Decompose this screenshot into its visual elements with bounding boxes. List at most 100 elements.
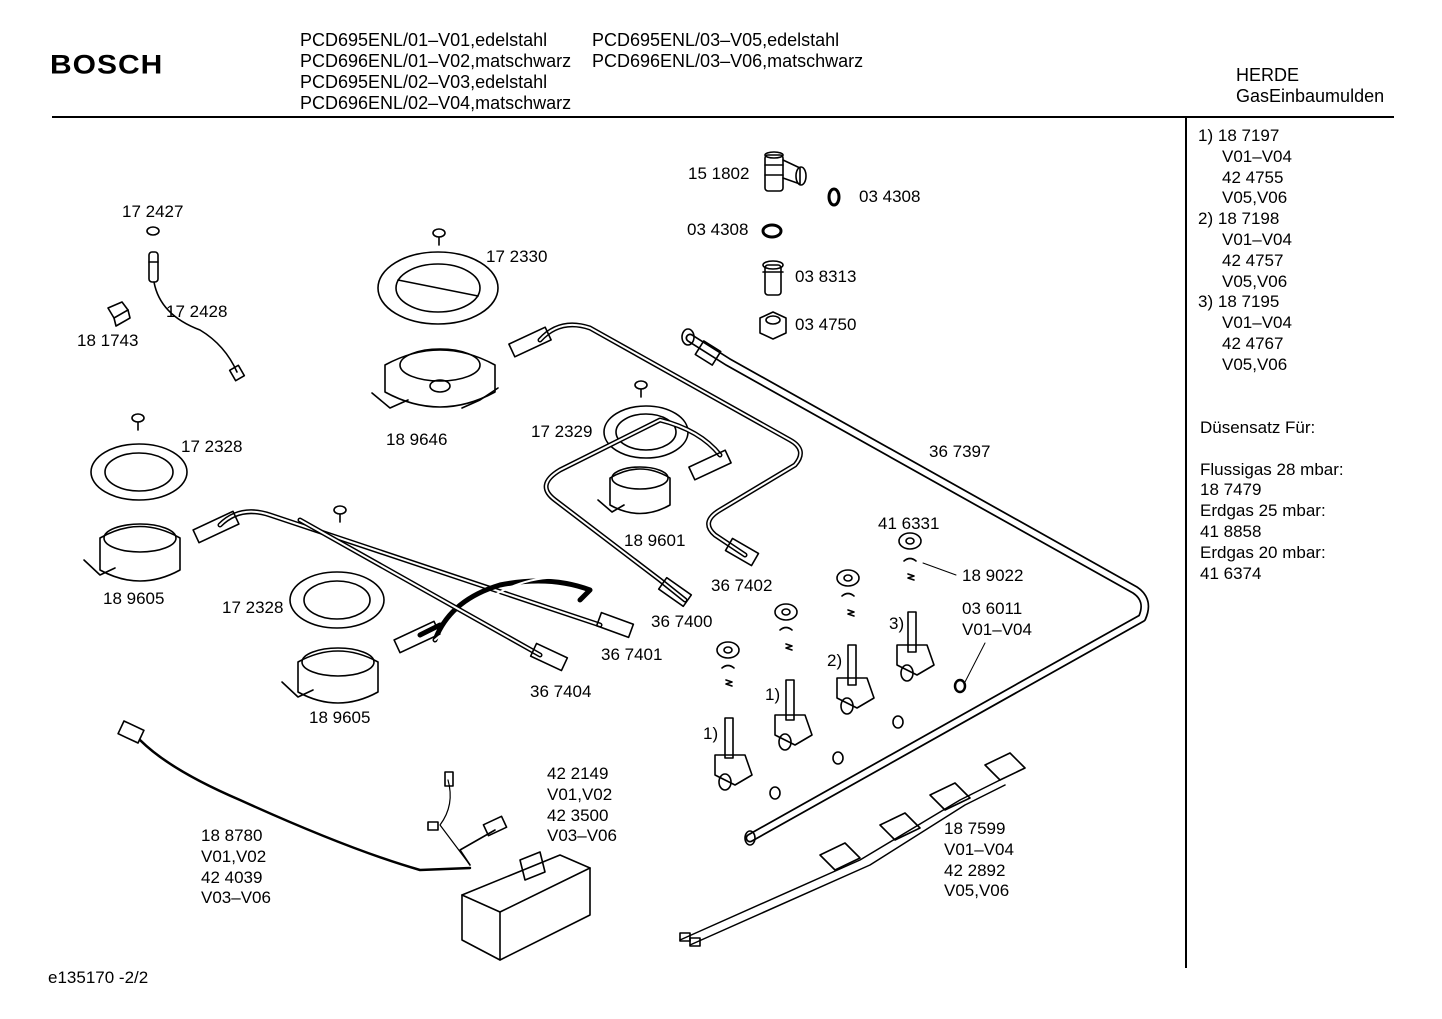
part-label: 03 8313 <box>795 267 857 286</box>
gas-tube <box>297 517 569 672</box>
leader-lines <box>922 562 986 683</box>
part-label: 41 6331 <box>878 514 940 533</box>
part-label: 03 4308 <box>859 187 921 206</box>
gas-valve <box>774 679 813 751</box>
adapter-nipple <box>762 260 784 296</box>
variant-group: 3) 18 7195 V01–V04 42 4767 V05,V06 <box>1198 292 1292 375</box>
part-label: 36 7401 <box>601 645 663 664</box>
model-line: PCD696ENL/01–V02,matschwarz <box>300 51 572 71</box>
part-label: 03 4308 <box>687 220 749 239</box>
mounting-screw <box>131 413 145 431</box>
part-label: 42 2149 V01,V02 42 3500 V03–V06 <box>547 764 617 846</box>
part-label: 18 8780 V01,V02 42 4039 V03–V06 <box>201 826 271 908</box>
burner-cup <box>83 523 181 582</box>
model-line: PCD696ENL/02–V04,matschwarz <box>300 93 572 113</box>
variant-marker: 3) <box>889 614 905 633</box>
gas-supply-pipe <box>681 328 1150 846</box>
burner-cup <box>597 466 671 515</box>
part-label: 36 7404 <box>530 682 592 701</box>
brand-logo: BOSCH <box>50 50 164 80</box>
gas-valve <box>896 611 935 682</box>
model-line: PCD695ENL/02–V03,edelstahl <box>300 72 548 92</box>
nozzle-heading: Düsensatz Für: <box>1200 418 1316 437</box>
variant-line: 3) 18 7195 <box>1198 292 1280 312</box>
gas-valve <box>714 717 753 791</box>
model-column-2: PCD695ENL/03–V05,edelstahl PCD696ENL/03–… <box>592 30 863 72</box>
nozzle-line: Erdgas 25 mbar: <box>1200 501 1326 521</box>
gas-tube <box>393 576 593 654</box>
mounting-screw <box>333 505 347 523</box>
burner-gasket <box>377 251 499 325</box>
variant-line: 2) 18 7198 <box>1198 209 1280 229</box>
part-label: 15 1802 <box>688 164 750 183</box>
part-label: 18 7599 V01–V04 42 2892 V05,V06 <box>944 819 1014 901</box>
sensor-clip <box>107 301 131 327</box>
gas-tube <box>508 322 803 567</box>
part-label: 36 7397 <box>929 442 991 461</box>
sealing-ring <box>827 187 841 207</box>
sealing-ring <box>761 223 783 239</box>
part-label: 18 9022 <box>962 566 1024 585</box>
gas-tube <box>192 509 635 639</box>
burner-cup <box>371 348 499 409</box>
variant-line: V01–V04 <box>1222 313 1292 333</box>
burner-gasket <box>90 443 188 501</box>
variant-marker: 1) <box>703 724 719 743</box>
burner-gasket <box>289 571 385 629</box>
part-label: 18 1743 <box>77 331 139 350</box>
part-label: 18 9605 <box>309 708 371 727</box>
nozzle-set-info: Düsensatz Für: Flussigas 28 mbar: 18 747… <box>1200 418 1344 584</box>
sidebar-rule <box>1185 118 1187 968</box>
variant-group: 1) 18 7197 V01–V04 42 4755 V05,V06 <box>1198 126 1292 209</box>
model-line: PCD695ENL/03–V05,edelstahl <box>592 30 840 50</box>
header-rule <box>52 116 1394 118</box>
nozzle-line: Erdgas 20 mbar: <box>1200 542 1326 562</box>
washers <box>769 678 967 800</box>
gas-valve <box>836 644 875 715</box>
ignition-module <box>461 851 591 961</box>
variant-marker: 2) <box>827 651 843 670</box>
variant-group: 2) 18 7198 V01–V04 42 4757 V05,V06 <box>1198 209 1292 292</box>
nozzle-line: 41 8858 <box>1200 521 1262 541</box>
variant-marker: 1) <box>765 685 781 704</box>
part-label: 18 9601 <box>624 531 686 550</box>
variant-line: 42 4757 <box>1222 250 1284 270</box>
burner-gasket <box>603 405 689 459</box>
electrode-harness <box>679 752 1026 947</box>
variant-line: V05,V06 <box>1222 188 1288 208</box>
variant-line: V05,V06 <box>1222 271 1288 291</box>
burner-cup <box>281 647 379 704</box>
part-label: 18 9646 <box>386 430 448 449</box>
model-column-1: PCD695ENL/01–V01,edelstahl PCD696ENL/01–… <box>300 30 571 114</box>
part-label: 18 9605 <box>103 589 165 608</box>
part-label: 17 2328 <box>222 598 284 617</box>
variant-line: 42 4767 <box>1222 333 1284 353</box>
variant-line: V01–V04 <box>1222 146 1292 166</box>
hex-nut <box>759 311 787 340</box>
variant-line: V01–V04 <box>1222 229 1292 249</box>
part-label: 17 2427 <box>122 202 184 221</box>
part-label: 03 6011 V01–V04 <box>962 599 1032 639</box>
category-line: HERDE <box>1236 65 1300 85</box>
part-label: 17 2330 <box>486 247 548 266</box>
variant-line: V05,V06 <box>1222 354 1288 374</box>
thermocouple-sensor <box>146 226 246 382</box>
elbow-fitting <box>764 151 807 192</box>
document-id: e135170 -2/2 <box>48 968 149 987</box>
part-label: 17 2329 <box>531 422 593 441</box>
nozzle-line: Flussigas 28 mbar: <box>1200 459 1344 479</box>
nozzle-line: 41 6374 <box>1200 563 1262 583</box>
mounting-screw <box>634 380 648 398</box>
part-label: 03 4750 <box>795 315 857 334</box>
valve-caps <box>716 532 922 659</box>
part-label: 36 7400 <box>651 612 713 631</box>
variant-line: 1) 18 7197 <box>1198 126 1280 145</box>
gas-tube <box>543 417 732 608</box>
category-title: HERDE GasEinbaumulden <box>1236 65 1384 107</box>
model-line: PCD695ENL/01–V01,edelstahl <box>300 30 548 50</box>
mounting-screw <box>432 228 446 246</box>
part-label: 17 2428 <box>166 302 228 321</box>
part-label: 36 7402 <box>711 576 773 595</box>
nozzle-line: 18 7479 <box>1200 480 1262 500</box>
